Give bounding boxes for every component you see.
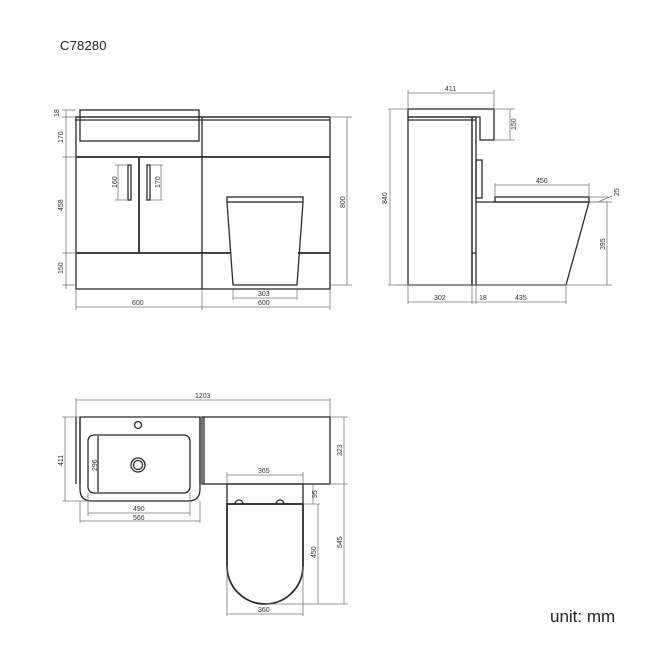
dim-bowl-depth: 296 bbox=[92, 459, 99, 471]
door-handle-right bbox=[146, 164, 151, 201]
door-panel-side bbox=[471, 116, 477, 286]
dim-door-height: 458 bbox=[58, 199, 65, 211]
dim-depth-top: 411 bbox=[445, 86, 456, 93]
door-handle-left bbox=[127, 164, 132, 201]
basin-bowl bbox=[87, 434, 191, 494]
side-view: 411 150 840 450 25 395 302 18 435 bbox=[382, 86, 621, 304]
dim-handle-right: 170 bbox=[155, 176, 162, 188]
plan-view: 1203 411 296 490 566 bbox=[58, 393, 348, 616]
basin-side bbox=[407, 108, 495, 141]
handle-side bbox=[475, 159, 483, 199]
unit-label: unit: mm bbox=[550, 607, 616, 626]
basin-front bbox=[79, 109, 200, 142]
waste-outer-icon bbox=[130, 457, 146, 473]
dim-plinth: 150 bbox=[58, 262, 65, 274]
dim-gap: 95 bbox=[312, 490, 319, 498]
toilet-pan-side bbox=[476, 201, 590, 286]
dim-cistern-drop: 150 bbox=[511, 118, 518, 130]
basin-plan bbox=[79, 416, 201, 502]
dim-overall-width: 1203 bbox=[195, 393, 211, 400]
dim-seat-length: 450 bbox=[536, 178, 548, 185]
waste-inner-icon bbox=[132, 459, 144, 471]
dim-pan-projection: 435 bbox=[515, 295, 527, 302]
dim-top-panel: 170 bbox=[58, 131, 65, 143]
dim-pan-height: 395 bbox=[600, 238, 607, 250]
cabinet-side bbox=[407, 116, 473, 286]
toilet-seat-front bbox=[226, 196, 304, 203]
dim-seat-width: 360 bbox=[258, 607, 270, 614]
dim-basin-width: 566 bbox=[133, 515, 145, 522]
dim-right-width: 600 bbox=[258, 300, 270, 307]
dim-side-overall-height: 840 bbox=[382, 192, 389, 204]
dim-cabinet-depth: 323 bbox=[337, 444, 344, 456]
dim-seat-thickness: 25 bbox=[614, 188, 621, 196]
dim-left-width: 600 bbox=[132, 300, 144, 307]
toilet-pan-front bbox=[226, 201, 304, 286]
vanity-cabinet bbox=[75, 116, 331, 290]
front-view: 160 170 18 170 458 150 600 600 303 800 bbox=[54, 109, 352, 310]
dim-seat-length-plan: 450 bbox=[311, 546, 318, 558]
dim-pan-base: 303 bbox=[258, 291, 270, 298]
dim-handle-left: 160 bbox=[112, 176, 119, 188]
dim-pan-width-top: 365 bbox=[258, 468, 270, 475]
dim-overall-height: 800 bbox=[340, 196, 347, 208]
toilet-seat-plan bbox=[226, 503, 304, 605]
dim-bowl-width: 490 bbox=[133, 506, 145, 513]
pan-back-plan bbox=[226, 483, 304, 505]
dim-panel-thickness: 18 bbox=[479, 295, 487, 302]
dim-basin-height: 18 bbox=[54, 109, 61, 117]
tap-hole-icon bbox=[133, 420, 143, 430]
dim-pan-total: 545 bbox=[337, 536, 344, 548]
product-code: C78280 bbox=[60, 38, 107, 53]
toilet-seat-side bbox=[494, 196, 590, 203]
dim-unit-depth: 302 bbox=[434, 295, 446, 302]
dim-plan-depth: 411 bbox=[58, 455, 65, 466]
